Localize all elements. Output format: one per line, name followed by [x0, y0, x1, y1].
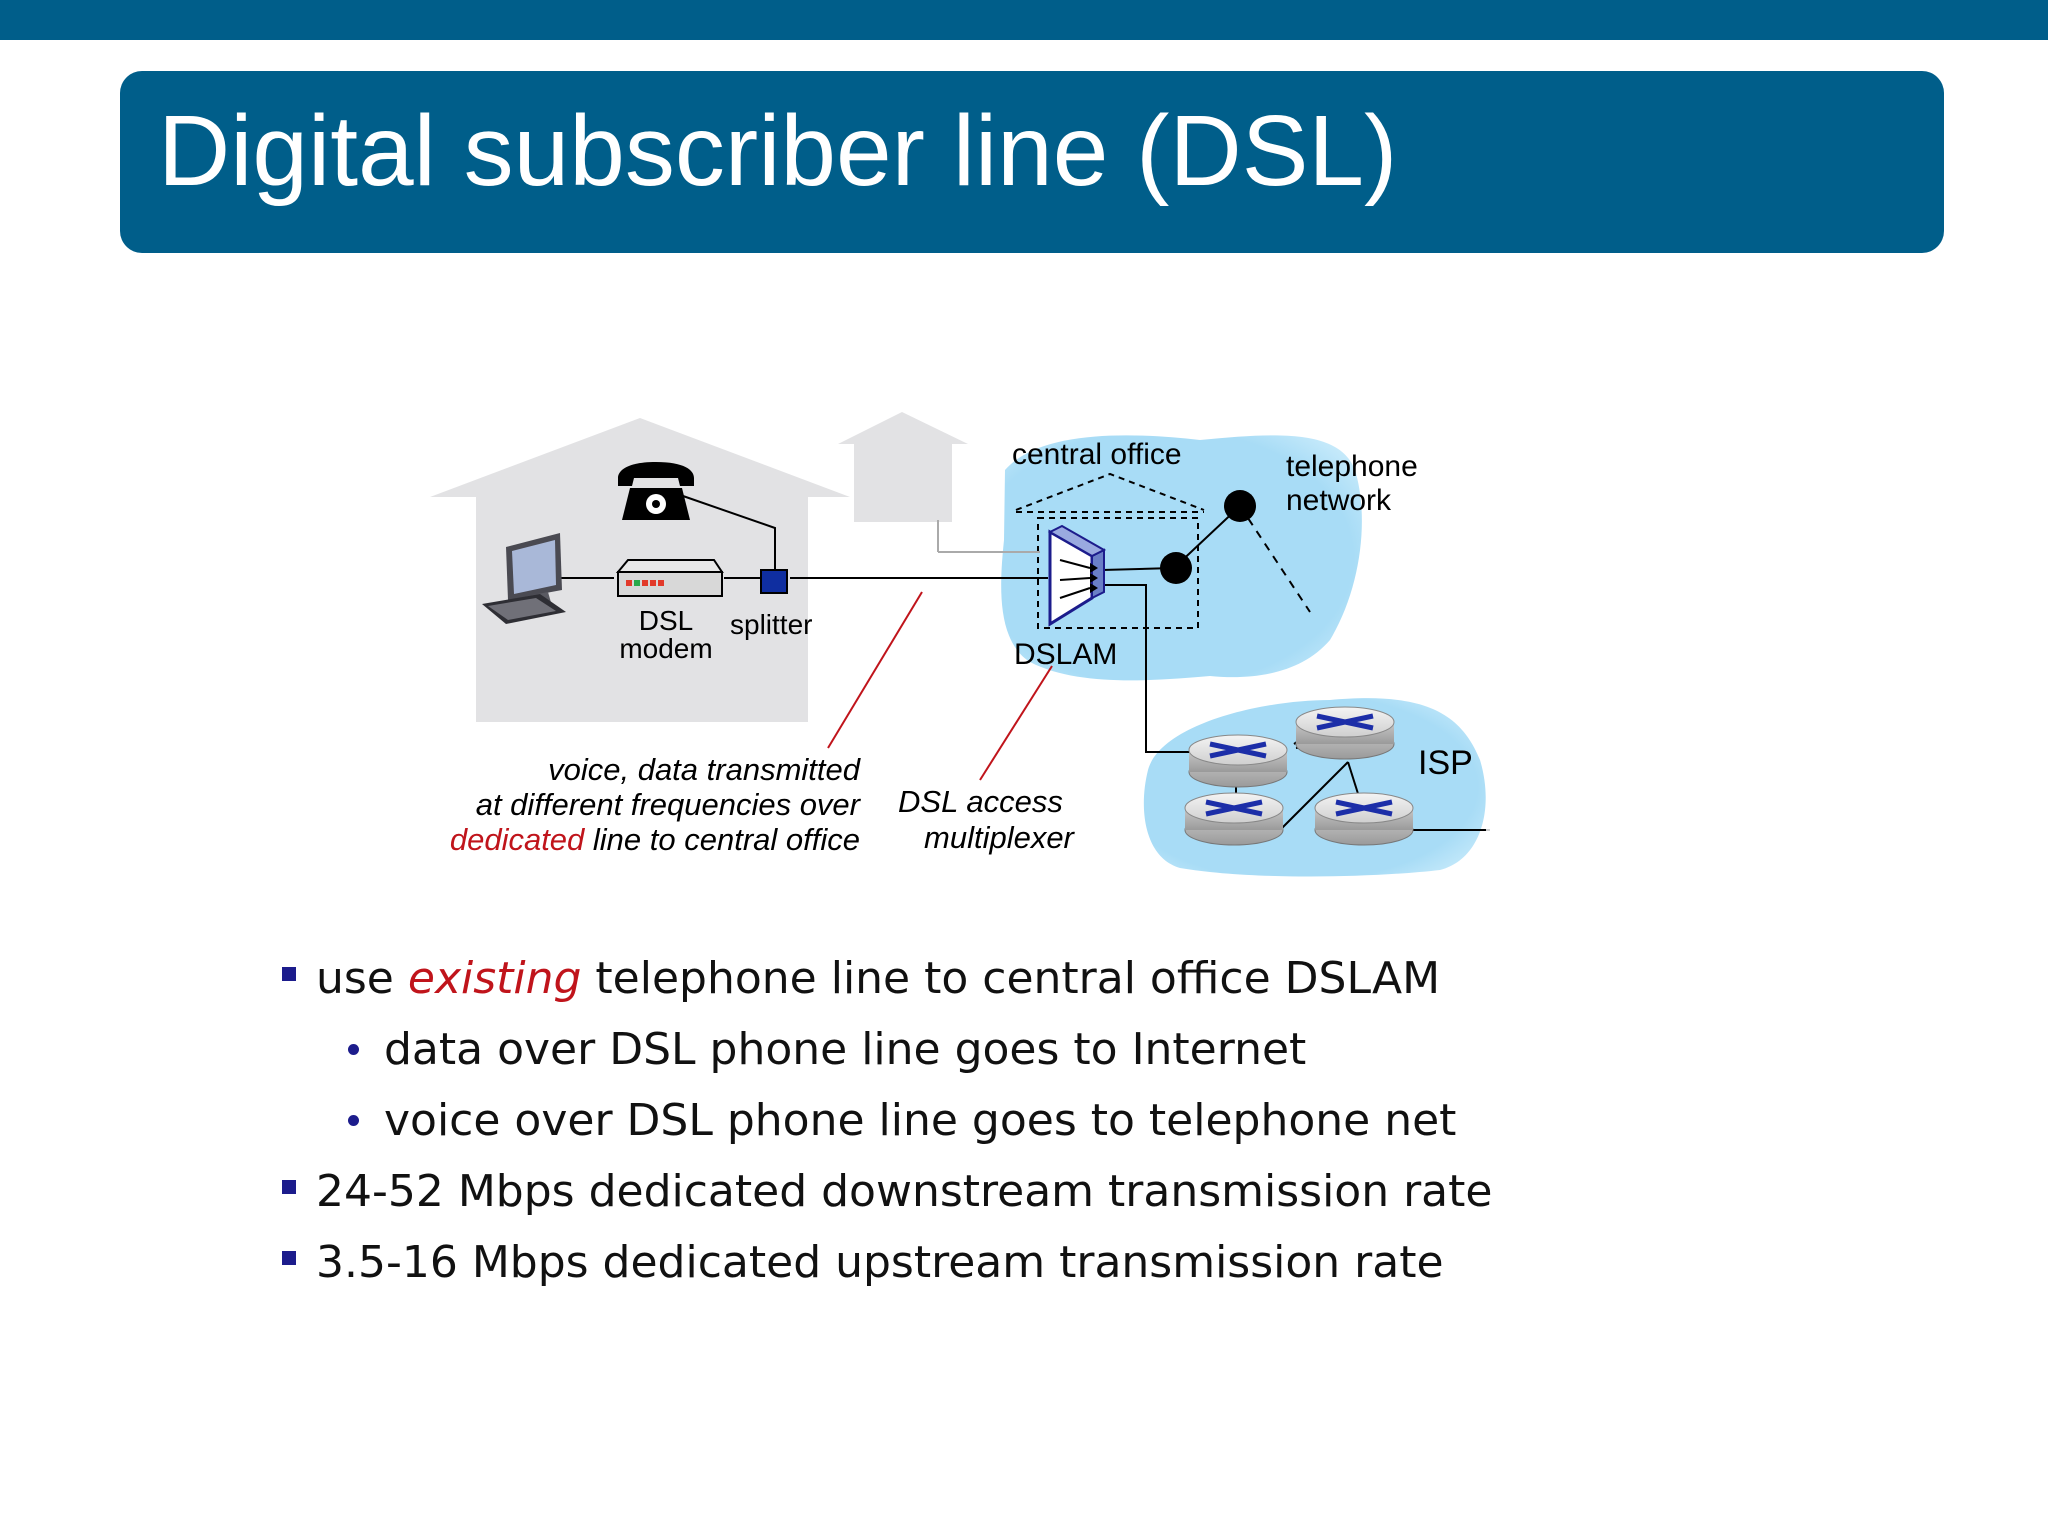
- splitter-icon: [760, 569, 788, 594]
- splitter-label: splitter: [730, 609, 812, 640]
- bullet-item-2: data over DSL phone line goes to Interne…: [384, 1024, 1307, 1075]
- bullet-square-marker: [282, 1251, 296, 1265]
- line-description-rest: line to central office: [584, 822, 860, 857]
- line-description-1: voice, data transmitted: [548, 752, 862, 787]
- neighbor-house: [838, 412, 968, 522]
- line-description-2: at different frequencies over: [476, 787, 862, 822]
- bullet-emphasis: existing: [407, 953, 582, 1004]
- dslam-callout-pointer: [979, 665, 1053, 781]
- central-office-label: central office: [1012, 438, 1182, 471]
- isp-router-4: [1314, 792, 1414, 846]
- telephone-switch-node: [1224, 490, 1256, 522]
- bullet-item-5: 3.5-16 Mbps dedicated upstream transmiss…: [316, 1237, 1444, 1288]
- dslam-label: DSLAM: [1014, 638, 1117, 671]
- slide-title: Digital subscriber line (DSL): [158, 95, 1398, 207]
- dsl-modem-label-2: modem: [619, 633, 712, 664]
- subscriber-house: [430, 418, 850, 722]
- line-description-3: dedicated line to central office: [450, 822, 860, 857]
- bullet-square-marker: [282, 1180, 296, 1194]
- line-callout-pointer: [827, 591, 923, 749]
- dsl-modem-label-1: DSL: [639, 605, 693, 636]
- bullet-item-3: voice over DSL phone line goes to teleph…: [384, 1095, 1457, 1146]
- isp-router-3: [1184, 792, 1284, 846]
- telephone-icon: [618, 462, 694, 520]
- title-banner: Digital subscriber line (DSL): [120, 71, 1944, 253]
- central-office-outline: [1015, 472, 1205, 629]
- isp-label: ISP: [1418, 744, 1473, 782]
- dslam-description-1: DSL access: [898, 784, 1063, 819]
- computer-icon: [482, 533, 566, 624]
- central-office-switch-node: [1160, 552, 1192, 584]
- top-header-bar: [0, 0, 2048, 40]
- bullet-square-marker: [282, 967, 296, 981]
- telephone-network-label-1: telephone: [1286, 450, 1418, 483]
- dsl-modem-icon: [615, 559, 724, 597]
- telephone-network-label-2: network: [1286, 484, 1392, 517]
- bullet-dot-marker: [348, 1115, 359, 1126]
- dslam-description-2: multiplexer: [924, 820, 1076, 855]
- bullet-item-1: use existing telephone line to central o…: [316, 953, 1441, 1004]
- dslam-device: [1047, 524, 1107, 627]
- bullet-item-4: 24-52 Mbps dedicated downstream transmis…: [316, 1166, 1493, 1217]
- isp-router-1: [1188, 734, 1288, 788]
- line-description-emphasis: dedicated: [450, 822, 586, 857]
- isp-router-2: [1295, 706, 1395, 760]
- bullet-dot-marker: [348, 1044, 359, 1055]
